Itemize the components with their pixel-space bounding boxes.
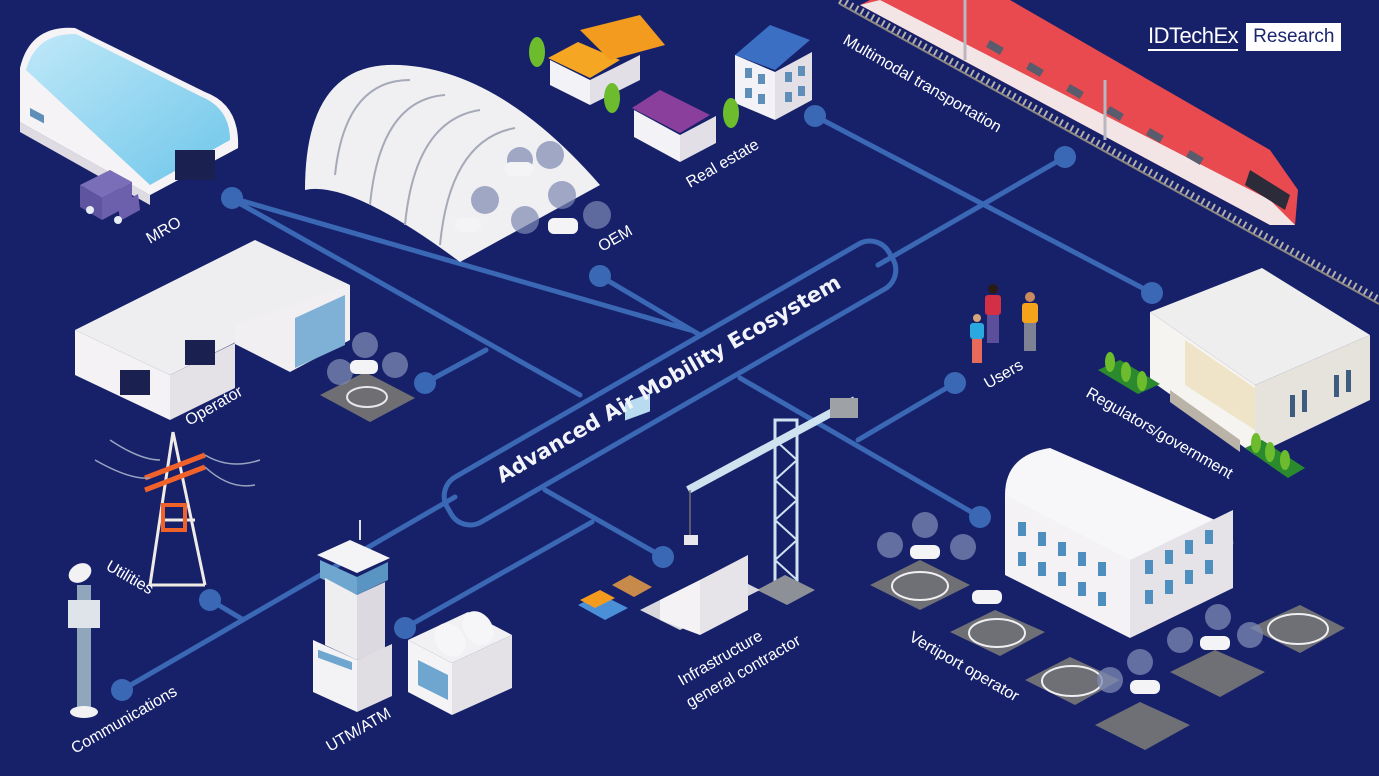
connector-utm (402, 519, 595, 631)
mro-hangar-illustration (20, 27, 239, 224)
brand-logo: IDTechEx Research (1148, 22, 1342, 52)
communications-tower-illustration (68, 563, 100, 718)
infrastructure-illustration (578, 393, 760, 635)
users-people-illustration (970, 284, 1038, 363)
connector-multimodal (875, 154, 1068, 268)
connector-mro (229, 195, 693, 333)
network-lines (111, 105, 1163, 701)
node-vertiport (969, 506, 991, 528)
regulators-building-illustration (1098, 268, 1370, 478)
train-illustration (838, 0, 1379, 305)
vertiport-illustration (870, 448, 1345, 750)
connector-oem (597, 273, 703, 338)
label-users: Users (982, 357, 1027, 393)
node-users (944, 372, 966, 394)
node-operator (414, 372, 436, 394)
label-utm-atm: UTM/ATM (324, 705, 395, 756)
crane-illustration (684, 396, 858, 605)
label-utilities: Utilities (103, 558, 156, 599)
oem-hangar-illustration (305, 64, 611, 262)
node-oem (589, 265, 611, 287)
node-communications (111, 679, 133, 701)
utm-atm-radar-building-illustration (408, 611, 512, 715)
connector-operator (422, 347, 489, 386)
node-real-estate (804, 105, 826, 127)
connector-mro-spine (227, 195, 583, 398)
helipads (870, 560, 1345, 750)
real-estate-houses-illustration (529, 15, 812, 162)
utm-atm-tower-illustration (313, 520, 392, 712)
operator-building-illustration (75, 240, 415, 422)
utilities-tower-illustration (94, 431, 261, 587)
connector-communications (119, 494, 458, 693)
node-infrastructure (652, 546, 674, 568)
connector-vertiport (737, 375, 983, 520)
node-multimodal (1054, 146, 1076, 168)
brand-logo-text: IDTechEx (1148, 23, 1239, 51)
connector-users (855, 380, 958, 443)
node-mro (221, 187, 243, 209)
node-regulators (1141, 282, 1163, 304)
label-mro: MRO (144, 214, 185, 247)
node-utm (394, 617, 416, 639)
title-pill (441, 238, 899, 528)
brand-research-tag: Research (1246, 23, 1342, 51)
connector-infrastructure (542, 487, 666, 560)
node-utilities (199, 589, 221, 611)
